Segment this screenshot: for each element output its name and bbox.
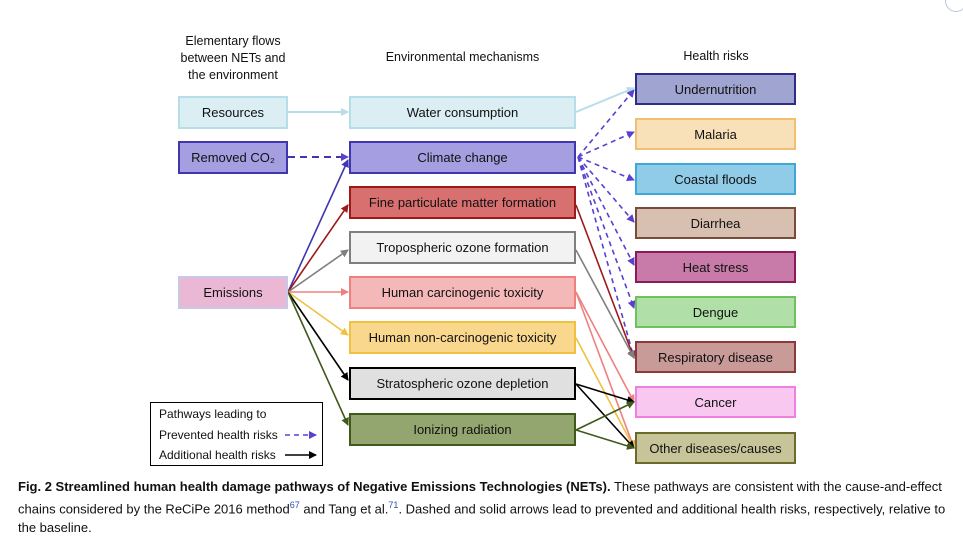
risk-label: Dengue xyxy=(692,304,739,320)
mechanism-label: Ionizing radiation xyxy=(413,422,512,437)
caption-text: . Dashed and solid arrows lead to preven… xyxy=(18,501,946,536)
mechanism-box-water-consumption: Water consumption xyxy=(349,96,576,129)
risk-box-undernutrition: Undernutrition xyxy=(635,73,796,105)
mechanism-box-climate-change: Climate change xyxy=(349,141,576,174)
risk-label: Diarrhea xyxy=(690,215,741,231)
mechanism-label: Tropospheric ozone formation xyxy=(376,240,549,255)
caption-title: Fig. 2 Streamlined human health damage p… xyxy=(18,479,611,494)
risk-label: Other diseases/causes xyxy=(649,440,782,456)
risk-label: Heat stress xyxy=(682,259,749,275)
risk-label: Respiratory disease xyxy=(658,349,773,365)
mechanism-label: Fine particulate matter formation xyxy=(368,195,557,210)
risk-box-other-diseases: Other diseases/causes xyxy=(635,432,796,464)
col1-header-line: between NETs and xyxy=(180,51,286,65)
risk-label: Malaria xyxy=(694,126,737,142)
mechanism-label: Human carcinogenic toxicity xyxy=(381,285,544,300)
flow-label: Removed CO₂ xyxy=(191,150,275,165)
col1-header-line: Elementary flows xyxy=(185,34,281,48)
mechanism-box-human-non-carcinogenic: Human non-carcinogenic toxicity xyxy=(349,321,576,354)
mechanism-box-ionizing-radiation: Ionizing radiation xyxy=(349,413,576,446)
col1-header-line: the environment xyxy=(188,68,278,82)
flow-box-emissions: Emissions xyxy=(178,276,288,309)
risk-box-dengue: Dengue xyxy=(635,296,796,328)
caption-ref[interactable]: 71 xyxy=(388,500,399,510)
mechanism-label: Climate change xyxy=(417,150,508,165)
corner-decoration xyxy=(945,0,963,12)
caption-ref[interactable]: 67 xyxy=(289,500,300,510)
risk-label: Undernutrition xyxy=(674,81,757,97)
figure-caption: Fig. 2 Streamlined human health damage p… xyxy=(18,477,948,537)
risk-label: Cancer xyxy=(694,394,737,410)
flow-box-resources: Resources xyxy=(178,96,288,129)
mechanism-label: Human non-carcinogenic toxicity xyxy=(368,330,557,345)
flow-label: Resources xyxy=(201,105,265,120)
risk-label: Coastal floods xyxy=(674,171,757,187)
caption-text: These pathways are consistent with the c… xyxy=(18,479,942,517)
risk-box-diarrhea: Diarrhea xyxy=(635,207,796,239)
col3-header: Health risks xyxy=(683,49,749,63)
col1-header: Elementary flows between NETs and the en… xyxy=(168,33,298,84)
risk-box-cancer: Cancer xyxy=(635,386,796,418)
caption-text: and Tang et al. xyxy=(299,501,389,517)
legend-prevented-label: Prevented health risks xyxy=(159,428,278,442)
flow-box-removed-co2: Removed CO₂ xyxy=(178,141,288,174)
mechanism-box-fine-particulate: Fine particulate matter formation xyxy=(349,186,576,219)
risk-box-coastal-floods: Coastal floods xyxy=(635,163,796,195)
risk-box-respiratory-disease: Respiratory disease xyxy=(635,341,796,373)
risk-box-heat-stress: Heat stress xyxy=(635,251,796,283)
col2-header: Environmental mechanisms xyxy=(385,50,540,64)
mechanism-box-human-carcinogenic: Human carcinogenic toxicity xyxy=(349,276,576,309)
risk-box-malaria: Malaria xyxy=(635,118,796,150)
mechanism-label: Stratospheric ozone depletion xyxy=(376,376,549,391)
legend: Pathways leading to Prevented health ris… xyxy=(150,402,323,466)
mechanism-label: Water consumption xyxy=(406,105,519,120)
legend-additional-label: Additional health risks xyxy=(159,448,276,462)
mechanism-box-tropospheric-ozone: Tropospheric ozone formation xyxy=(349,231,576,264)
flow-label: Emissions xyxy=(203,285,263,300)
mechanism-box-stratospheric-ozone: Stratospheric ozone depletion xyxy=(349,367,576,400)
legend-title: Pathways leading to xyxy=(159,407,267,421)
